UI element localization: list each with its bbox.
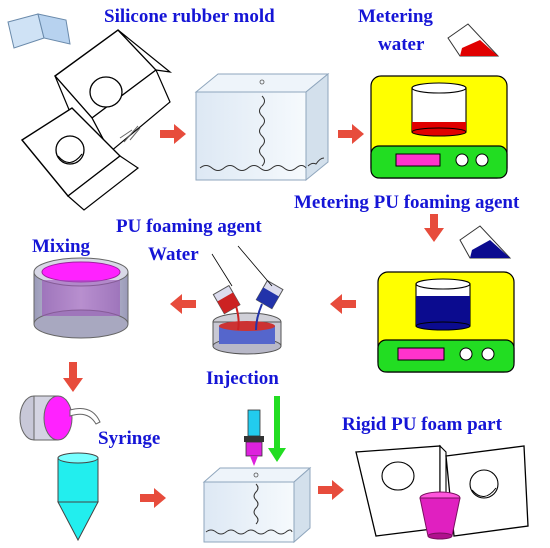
label-rigid-part: Rigid PU foam part: [342, 414, 503, 435]
arrow-3: [330, 294, 356, 314]
arrow-6: [318, 480, 344, 500]
beaker-pu-icon: [459, 225, 512, 259]
mixing-cup: [33, 257, 129, 339]
label-syringe: Syringe: [98, 428, 160, 449]
arrow-1: [160, 124, 186, 144]
label-metering-water-line2: water: [378, 34, 425, 55]
label-injection: Injection: [206, 368, 279, 389]
beaker-water-icon: [447, 23, 500, 57]
mold-tank-2: [202, 466, 312, 544]
arrow-5: [140, 488, 166, 508]
arrow-2: [338, 124, 364, 144]
pour-cup-icon: [19, 395, 101, 441]
arrow-down-2: [63, 362, 83, 392]
injection-syringe-icon: [244, 409, 264, 466]
label-metering-pu: Metering PU foaming agent: [294, 192, 520, 213]
label-mixing: Mixing: [32, 236, 91, 257]
foam-part-illustration: [355, 444, 529, 540]
arrow-down-1: [424, 214, 444, 242]
label-silicone-mold: Silicone rubber mold: [104, 6, 275, 27]
syringe-icon: [57, 452, 99, 542]
label-pu-agent: PU foaming agent: [116, 216, 262, 237]
mold-tank-1: [194, 72, 330, 182]
label-metering-water-line1: Metering: [358, 6, 433, 27]
sheet-icon: [7, 13, 71, 49]
mold-half-lower: [20, 107, 140, 211]
scale-pu: [377, 271, 515, 373]
label-water: Water: [148, 244, 199, 265]
scale-water: [370, 75, 508, 179]
mixing-vessel: [211, 245, 284, 355]
arrow-4: [170, 294, 196, 314]
injection-arrow: [268, 396, 286, 462]
small-arrow-mark: [119, 125, 141, 143]
